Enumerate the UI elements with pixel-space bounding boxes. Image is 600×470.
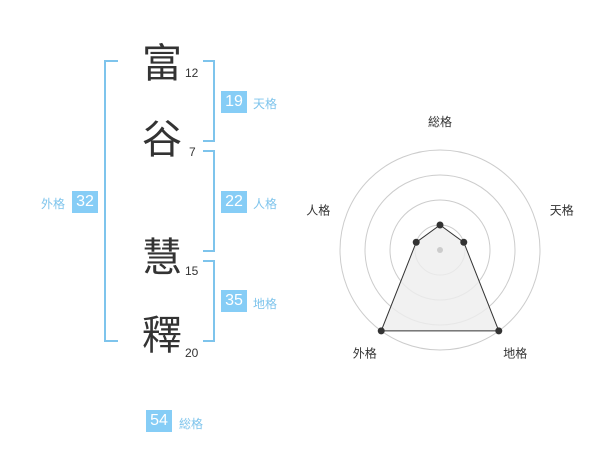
tenkaku-label: 天格	[253, 97, 278, 111]
jinkaku-label: 人格	[253, 197, 278, 211]
radar-axis-label-1: 天格	[550, 202, 574, 217]
stroke-count-4: 20	[185, 346, 199, 360]
jinkaku-value-badge: 22	[221, 191, 247, 213]
jinkaku-bracket	[203, 150, 215, 252]
soukaku-label: 総格	[179, 417, 204, 431]
radar-point-0	[436, 221, 444, 229]
radar-axis-label-4: 人格	[306, 202, 330, 217]
tenkaku-value-badge: 19	[221, 91, 247, 113]
chikaku-label: 地格	[253, 297, 278, 311]
stroke-count-3: 15	[185, 264, 199, 278]
radar-point-2	[495, 327, 503, 335]
name-char-2: 谷	[142, 117, 182, 163]
soukaku-value-badge: 54	[146, 410, 172, 432]
radar-axis-label-0: 総格	[428, 114, 452, 129]
radar-center-dot	[437, 247, 443, 253]
stroke-count-1: 12	[185, 66, 199, 80]
radar-point-1	[460, 238, 468, 246]
gaikaku-bracket	[104, 60, 118, 342]
name-char-1: 富	[142, 41, 182, 87]
radar-point-4	[412, 238, 420, 246]
radar-data-polygon	[380, 224, 500, 332]
name-char-4: 釋	[142, 313, 182, 359]
radar-point-3	[377, 327, 385, 335]
radar-axis-label-3: 外格	[353, 346, 377, 361]
gaikaku-label: 外格	[41, 197, 66, 211]
tenkaku-bracket	[203, 60, 215, 142]
chikaku-bracket	[203, 260, 215, 342]
chikaku-value-badge: 35	[221, 290, 247, 312]
name-char-3: 慧	[142, 235, 182, 281]
stroke-count-2: 7	[189, 145, 196, 159]
radar-ring-4	[339, 149, 541, 351]
radar-axis-label-2: 地格	[503, 346, 527, 361]
gaikaku-value-badge: 32	[72, 191, 98, 213]
